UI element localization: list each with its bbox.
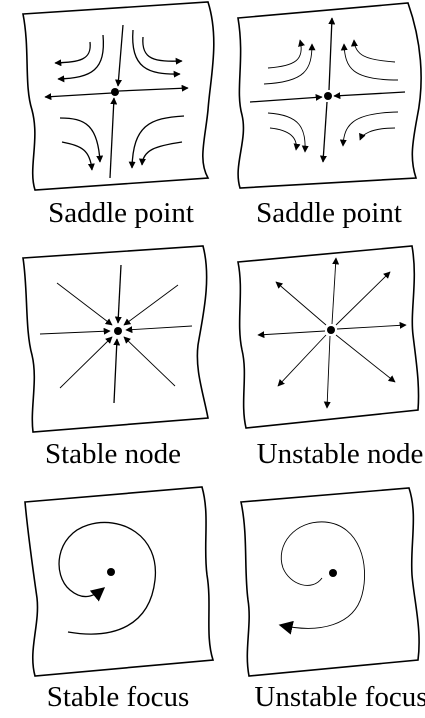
flow-arrow: [359, 127, 396, 141]
flow-arrow: [39, 327, 111, 335]
caption-stable-focus: Stable focus: [47, 681, 190, 713]
flow-arrow: [118, 84, 189, 92]
flow-arrow: [323, 335, 331, 409]
flow-arrow: [277, 334, 327, 387]
flow-arrow: [142, 36, 183, 65]
equilibrium-point: [324, 92, 332, 100]
panel-stable-focus: [24, 486, 215, 677]
flow-arrow: [335, 271, 391, 326]
flow-arrow: [59, 336, 113, 389]
sheet-outline: [24, 486, 215, 677]
flow-arrow: [336, 321, 407, 330]
flow-arrow: [123, 284, 179, 326]
flow-arrow: [249, 93, 323, 103]
panel-unstable-focus: [240, 487, 420, 677]
panel-stable-node: [22, 245, 209, 433]
flow-arrow: [339, 111, 399, 147]
flow-arrow: [113, 338, 121, 404]
flow-arrow: [263, 43, 316, 85]
flow-arrow: [123, 336, 176, 387]
flow-arrow: [59, 117, 104, 163]
sheet-outline: [237, 245, 420, 429]
flow-arrow: [275, 281, 327, 326]
flow-arrow: [132, 29, 181, 78]
spiral-trajectory: [278, 521, 365, 635]
flow-arrow: [257, 330, 326, 339]
equilibrium-point: [114, 327, 122, 335]
flow-arrow: [267, 112, 309, 153]
equilibrium-point: [107, 568, 115, 576]
flow-arrow: [56, 282, 113, 326]
flow-arrow: [319, 101, 328, 163]
flow-arrow: [115, 24, 124, 87]
flow-arrow: [125, 325, 193, 334]
flow-arrow: [61, 141, 95, 171]
sheet-outline: [240, 487, 420, 677]
sheet-outline: [22, 245, 209, 433]
equilibrium-point: [329, 569, 337, 577]
sheet-outline: [22, 1, 215, 191]
panel-saddle-right: [237, 2, 422, 189]
panel-unstable-node: [237, 245, 420, 429]
caption-stable-node: Stable node: [45, 438, 181, 470]
flow-arrow: [114, 264, 122, 324]
flow-arrow: [269, 127, 301, 151]
spiral-trajectory: [58, 521, 156, 635]
flow-arrow: [328, 17, 336, 91]
flow-arrow: [57, 34, 105, 83]
caption-saddle-left: Saddle point: [48, 197, 194, 229]
panel-saddle-left: [22, 1, 215, 191]
flow-arrow: [331, 257, 340, 325]
equilibrium-point: [327, 326, 335, 334]
flow-arrow: [109, 97, 118, 179]
caption-unstable-focus: Unstable focus: [254, 681, 425, 713]
caption-saddle-right: Saddle point: [256, 197, 402, 229]
flow-arrow: [138, 141, 183, 166]
flow-arrow: [335, 334, 396, 383]
flow-arrow: [350, 39, 396, 63]
flow-arrow: [333, 91, 406, 100]
caption-unstable-node: Unstable node: [257, 438, 424, 470]
flow-arrow: [128, 115, 185, 169]
flow-arrow: [54, 41, 91, 67]
flow-arrow: [267, 39, 305, 69]
flow-arrow: [44, 92, 113, 101]
equilibrium-point: [111, 88, 119, 96]
flow-arrow: [340, 43, 399, 81]
